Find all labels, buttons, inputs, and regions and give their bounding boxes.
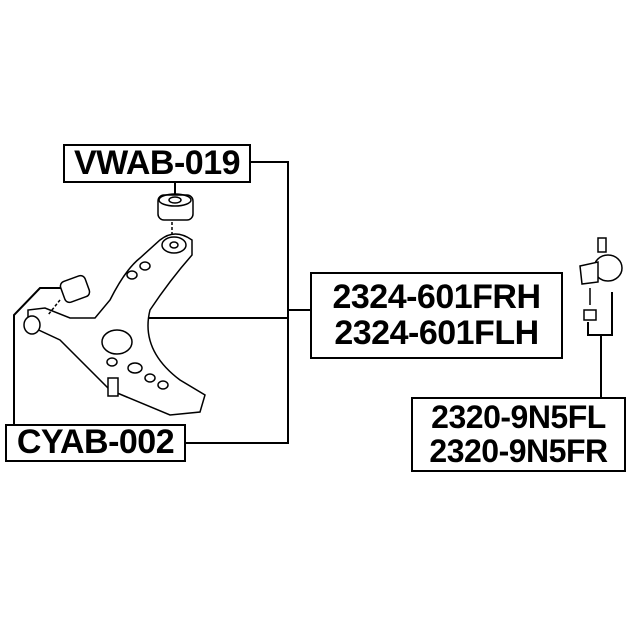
rear-bushing-drawing xyxy=(157,193,194,235)
part-number: VWAB-019 xyxy=(73,143,241,182)
part-number-right: 2320-9N5FR xyxy=(429,432,608,469)
part-number: CYAB-002 xyxy=(16,423,175,462)
part-number-right: 2324-601FRH xyxy=(332,277,541,316)
part-label-vwab-019[interactable]: VWAB-019 xyxy=(63,144,251,183)
control-arm-drawing xyxy=(23,233,206,416)
ball-joint-drawing xyxy=(579,237,623,321)
part-number-left: 2324-601FLH xyxy=(334,313,539,352)
part-label-cyab-002[interactable]: CYAB-002 xyxy=(5,424,186,462)
leader-lines xyxy=(13,161,613,444)
part-number-left: 2320-9N5FL xyxy=(431,398,606,435)
part-label-ball-joint[interactable]: 2320-9N5FL 2320-9N5FR xyxy=(411,397,626,472)
part-label-control-arm[interactable]: 2324-601FRH 2324-601FLH xyxy=(310,272,563,359)
